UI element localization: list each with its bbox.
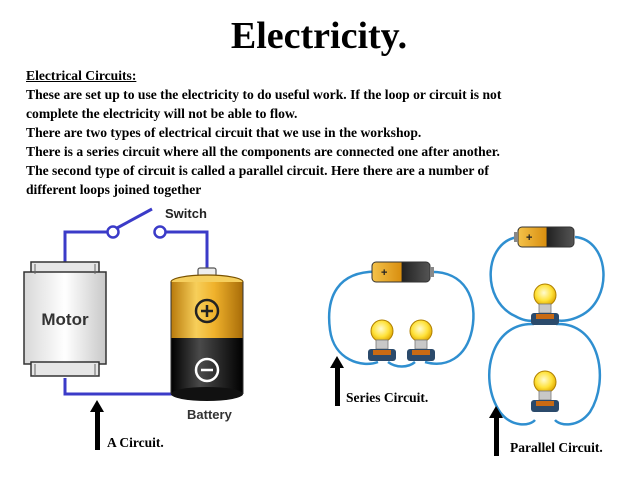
simple-circuit-diagram: Switch Motor Battery — [23, 206, 244, 422]
plus-terminal-icon — [194, 298, 220, 324]
bulb — [368, 319, 396, 361]
text-line: There is a series circuit where all the … — [26, 144, 500, 159]
text-line: different loops joined together — [26, 182, 202, 197]
wire — [328, 270, 385, 366]
bulb — [407, 319, 435, 361]
wire — [387, 360, 416, 368]
series-circuit-diagram: + — [328, 261, 475, 368]
caption-parallel: Parallel Circuit. — [510, 440, 603, 455]
wire — [489, 235, 535, 323]
wire — [166, 230, 209, 270]
bulb — [531, 370, 559, 412]
svg-text:+: + — [381, 267, 387, 279]
series-battery: + — [371, 261, 434, 283]
text-line: complete the electricity will not be abl… — [26, 106, 298, 121]
page-title: Electricity. — [230, 15, 408, 57]
wire — [63, 378, 180, 396]
section-heading: Electrical Circuits: — [26, 68, 137, 83]
arrow-up-icon — [489, 406, 503, 456]
wire — [424, 270, 475, 365]
svg-text:+: + — [526, 232, 532, 244]
caption-series: Series Circuit. — [346, 390, 429, 405]
parallel-battery: + — [514, 226, 575, 248]
bulb — [531, 283, 559, 325]
text-line: These are set up to use the electricity … — [26, 87, 502, 102]
arrow-up-icon — [330, 356, 344, 406]
wire — [63, 230, 108, 262]
wire — [555, 235, 605, 323]
minus-terminal-icon — [194, 357, 220, 383]
switch-contact-right — [153, 225, 167, 239]
body-text: Electrical Circuits: These are set up to… — [26, 66, 626, 199]
text-line: There are two types of electrical circui… — [26, 125, 422, 140]
text-line: The second type of circuit is called a p… — [26, 163, 489, 178]
battery — [170, 267, 244, 401]
motor: Motor — [23, 261, 107, 377]
switch-contact-left — [106, 225, 120, 239]
arrow-up-icon — [90, 400, 104, 450]
wire — [488, 322, 536, 426]
battery-label: Battery — [187, 407, 233, 422]
switch-lever — [116, 207, 153, 230]
switch-label: Switch — [165, 206, 207, 221]
parallel-circuit-diagram: + — [488, 226, 605, 426]
wire — [554, 322, 602, 426]
caption-circuit: A Circuit. — [107, 435, 164, 450]
motor-label: Motor — [41, 310, 89, 329]
